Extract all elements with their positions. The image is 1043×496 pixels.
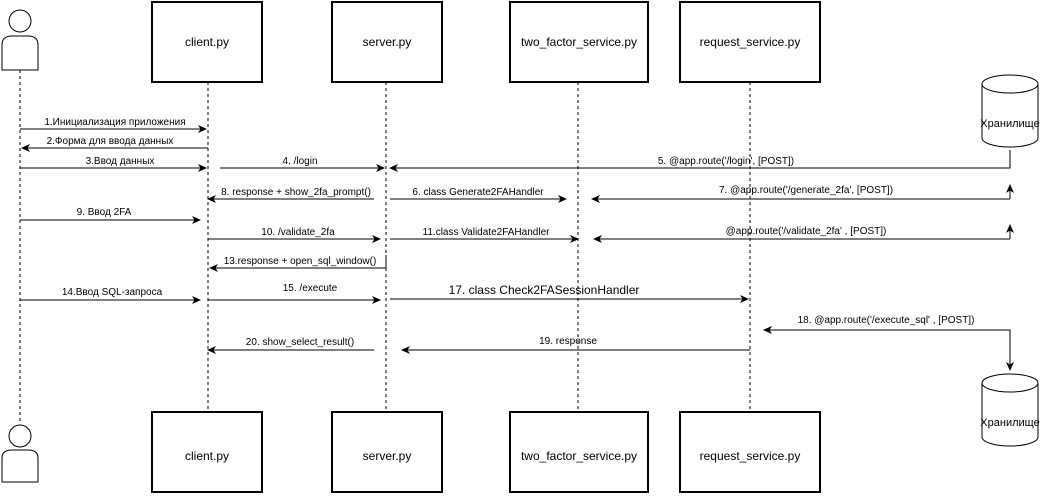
message-label: 18. @app.route('/execute_sql' , [POST]) bbox=[798, 315, 975, 326]
participant-label: server.py bbox=[363, 35, 412, 49]
message-label: 3.Ввод данных bbox=[86, 156, 155, 167]
storage-label: Хранилище bbox=[980, 417, 1039, 429]
message-label: 10. /validate_2fa bbox=[261, 227, 335, 238]
participant-client-bottom: client.py bbox=[151, 411, 263, 493]
message-arrow bbox=[209, 255, 387, 272]
message-label: 9. Ввод 2FA bbox=[77, 207, 132, 218]
participant-client-top: client.py bbox=[151, 1, 263, 83]
participant-label: client.py bbox=[185, 449, 229, 463]
message-label: 14.Ввод SQL-запроса bbox=[62, 287, 163, 298]
message-arrow bbox=[764, 329, 1014, 371]
storage-bottom: Хранилище bbox=[980, 373, 1040, 447]
message-label: @app.route('/validate_2fa' , [POST]) bbox=[726, 226, 887, 237]
participant-label: two_factor_service.py bbox=[521, 449, 637, 463]
participant-two-factor-top: two_factor_service.py bbox=[509, 1, 649, 83]
message-label: 8. response + show_2fa_prompt() bbox=[221, 187, 371, 198]
storage-label: Хранилище bbox=[980, 118, 1039, 130]
participant-label: client.py bbox=[185, 35, 229, 49]
message-label: 2.Форма для ввода данных bbox=[47, 136, 174, 147]
message-label: 20. show_select_result() bbox=[246, 337, 354, 348]
message-arrow bbox=[389, 150, 1011, 172]
message-label: 13.response + open_sql_window() bbox=[224, 256, 377, 267]
message-label: 11.class Validate2FAHandler bbox=[423, 227, 551, 238]
participant-server-top: server.py bbox=[331, 1, 443, 83]
participant-server-bottom: server.py bbox=[331, 411, 443, 493]
participant-two-factor-bottom: two_factor_service.py bbox=[509, 411, 649, 493]
message-label: 1.Инициализация приложения bbox=[44, 117, 185, 128]
participant-label: server.py bbox=[363, 449, 412, 463]
message-label: 5. @app.route('/login', [POST]) bbox=[658, 156, 794, 167]
message-label: 17. class Check2FASessionHandler bbox=[449, 283, 640, 297]
actor-user-top bbox=[1, 9, 39, 71]
actor-user-bottom bbox=[1, 424, 39, 483]
storage-top: Хранилище bbox=[980, 74, 1040, 148]
participant-label: two_factor_service.py bbox=[521, 35, 637, 49]
participant-request-bottom: request_service.py bbox=[679, 411, 821, 493]
message-label: 6. class Generate2FAHandler bbox=[412, 187, 544, 198]
message-label: 15. /execute bbox=[283, 283, 338, 294]
participant-label: request_service.py bbox=[700, 35, 801, 49]
message-label: 19. response bbox=[539, 336, 597, 347]
participant-label: request_service.py bbox=[700, 449, 801, 463]
message-label: 7. @app.route('/generate_2fa', [POST]) bbox=[719, 185, 893, 196]
message-label: 4. /login bbox=[282, 156, 317, 167]
participant-request-top: request_service.py bbox=[679, 1, 821, 83]
